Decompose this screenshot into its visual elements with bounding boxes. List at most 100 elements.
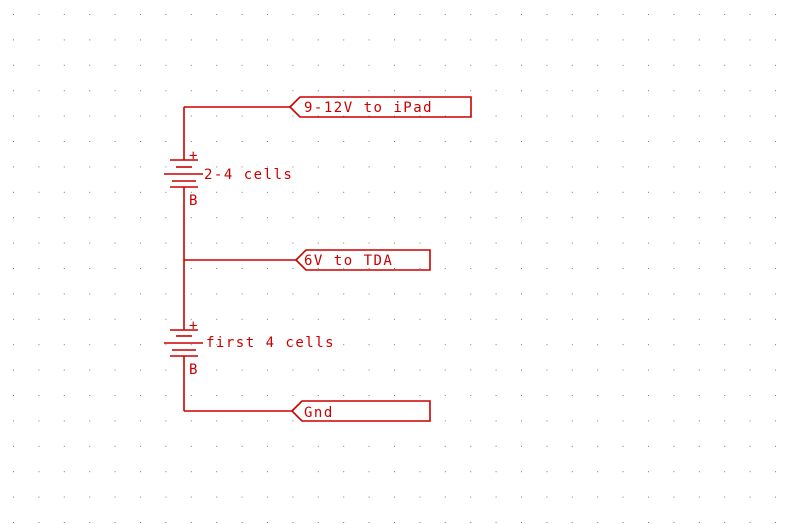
port-ipad[interactable]: 9-12V to iPad bbox=[288, 96, 472, 118]
grid-dot bbox=[216, 471, 218, 473]
grid-dot bbox=[724, 39, 726, 41]
grid-dot bbox=[140, 293, 141, 295]
grid-dot bbox=[343, 14, 345, 15]
grid-dot bbox=[749, 166, 751, 168]
grid-dot bbox=[343, 268, 345, 269]
grid-dot bbox=[241, 166, 243, 168]
grid-dot bbox=[13, 115, 14, 117]
grid-dot bbox=[13, 420, 14, 422]
grid-dot bbox=[114, 242, 116, 244]
grid-dot bbox=[241, 14, 243, 15]
grid-dot bbox=[216, 64, 218, 66]
grid-dot bbox=[724, 115, 726, 117]
grid-dot bbox=[343, 90, 345, 92]
grid-dot bbox=[394, 242, 395, 244]
grid-dot bbox=[241, 191, 243, 193]
grid-dot bbox=[622, 344, 624, 346]
grid-dot bbox=[165, 369, 167, 371]
grid-dot bbox=[63, 344, 65, 346]
grid-dot bbox=[546, 191, 548, 193]
grid-dot bbox=[597, 64, 599, 66]
grid-dot bbox=[419, 217, 421, 219]
grid-dot bbox=[724, 420, 726, 422]
grid-dot bbox=[63, 522, 65, 523]
grid-dot bbox=[622, 496, 624, 498]
grid-dot bbox=[648, 522, 649, 523]
grid-dot bbox=[673, 217, 675, 219]
grid-dot bbox=[495, 115, 497, 117]
grid-dot bbox=[317, 496, 319, 498]
grid-dot bbox=[292, 90, 294, 92]
grid-dot bbox=[698, 115, 700, 117]
grid-dot bbox=[165, 471, 167, 473]
grid-dot bbox=[622, 369, 624, 371]
grid-dot bbox=[724, 496, 726, 498]
grid-dot bbox=[775, 166, 776, 168]
grid-dot bbox=[89, 39, 91, 41]
grid-dot bbox=[216, 242, 218, 244]
grid-dot bbox=[521, 64, 522, 66]
grid-dot bbox=[317, 90, 319, 92]
grid-dot bbox=[63, 166, 65, 168]
grid-dot bbox=[495, 318, 497, 320]
grid-dot bbox=[140, 14, 141, 15]
grid-dot bbox=[190, 191, 192, 193]
grid-dot bbox=[597, 217, 599, 219]
grid-dot bbox=[140, 90, 141, 92]
port-tda[interactable]: 6V to TDA bbox=[294, 249, 431, 271]
port-gnd[interactable]: Gnd bbox=[290, 400, 431, 422]
grid-dot bbox=[190, 115, 192, 117]
grid-dot bbox=[216, 318, 218, 320]
battery-2[interactable] bbox=[164, 329, 203, 357]
grid-dot bbox=[775, 471, 776, 473]
grid-dot bbox=[597, 369, 599, 371]
grid-dot bbox=[648, 496, 649, 498]
grid-dot bbox=[571, 191, 573, 193]
grid-dot bbox=[673, 115, 675, 117]
grid-dot bbox=[775, 141, 776, 142]
grid-dot bbox=[749, 64, 751, 66]
grid-dot bbox=[114, 293, 116, 295]
grid-dot bbox=[165, 420, 167, 422]
grid-dot bbox=[394, 217, 395, 219]
grid-dot bbox=[368, 344, 370, 346]
grid-dot bbox=[267, 369, 268, 371]
grid-dot bbox=[394, 166, 395, 168]
grid-dot bbox=[546, 369, 548, 371]
battery-2-label: first 4 cells bbox=[206, 335, 335, 351]
grid-dot bbox=[140, 420, 141, 422]
grid-dot bbox=[419, 445, 421, 447]
grid-dot bbox=[89, 420, 91, 422]
grid-dot bbox=[495, 64, 497, 66]
grid-dot bbox=[521, 268, 522, 269]
grid-dot bbox=[216, 39, 218, 41]
grid-dot bbox=[63, 268, 65, 269]
grid-dot bbox=[165, 14, 167, 15]
grid-dot bbox=[546, 39, 548, 41]
grid-dot bbox=[571, 166, 573, 168]
grid-dot bbox=[470, 242, 472, 244]
grid-dot bbox=[724, 369, 726, 371]
grid-dot bbox=[89, 318, 91, 320]
grid-dot bbox=[216, 191, 218, 193]
grid-dot bbox=[546, 471, 548, 473]
grid-dot bbox=[190, 90, 192, 92]
grid-dot bbox=[698, 14, 700, 15]
grid-dot bbox=[267, 14, 268, 15]
grid-dot bbox=[63, 115, 65, 117]
grid-dot bbox=[419, 318, 421, 320]
grid-dot bbox=[241, 115, 243, 117]
grid-dot bbox=[419, 522, 421, 523]
grid-dot bbox=[13, 522, 14, 523]
grid-dot bbox=[546, 420, 548, 422]
grid-dot bbox=[89, 90, 91, 92]
grid-dot bbox=[13, 90, 14, 92]
grid-dot bbox=[292, 496, 294, 498]
grid-dot bbox=[495, 420, 497, 422]
battery-1[interactable] bbox=[164, 159, 203, 188]
grid-dot bbox=[749, 141, 751, 142]
grid-dot bbox=[597, 166, 599, 168]
grid-dot bbox=[317, 445, 319, 447]
grid-dot bbox=[546, 217, 548, 219]
grid-dot bbox=[140, 217, 141, 219]
